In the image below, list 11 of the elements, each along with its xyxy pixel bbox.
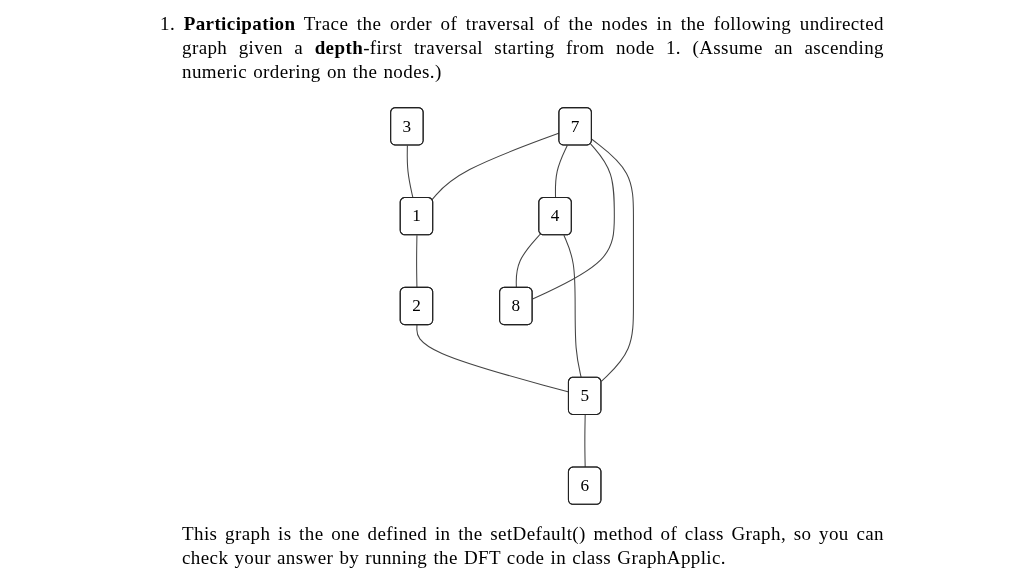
connector [515, 233, 542, 289]
question-text: 1. Participation Trace the order of traversal of the nodes in the following undirected graph given a depth-first traversal starting from node 1. (Assume an ascending numeric ordering on the nodes.) [160, 12, 884, 84]
connector [532, 143, 615, 300]
connector [406, 144, 414, 199]
connector [584, 414, 586, 469]
caption-text: This graph is the one defined in the setDefault() method of class Graph, so you can check your answer by running the DFT code in class GraphApplic. [182, 522, 884, 570]
connector [416, 234, 418, 289]
connector [554, 144, 568, 199]
connector [591, 138, 634, 382]
graph-drawing: 3 7 1 4 2 8 5 6 [382, 100, 642, 512]
connector [563, 234, 582, 379]
